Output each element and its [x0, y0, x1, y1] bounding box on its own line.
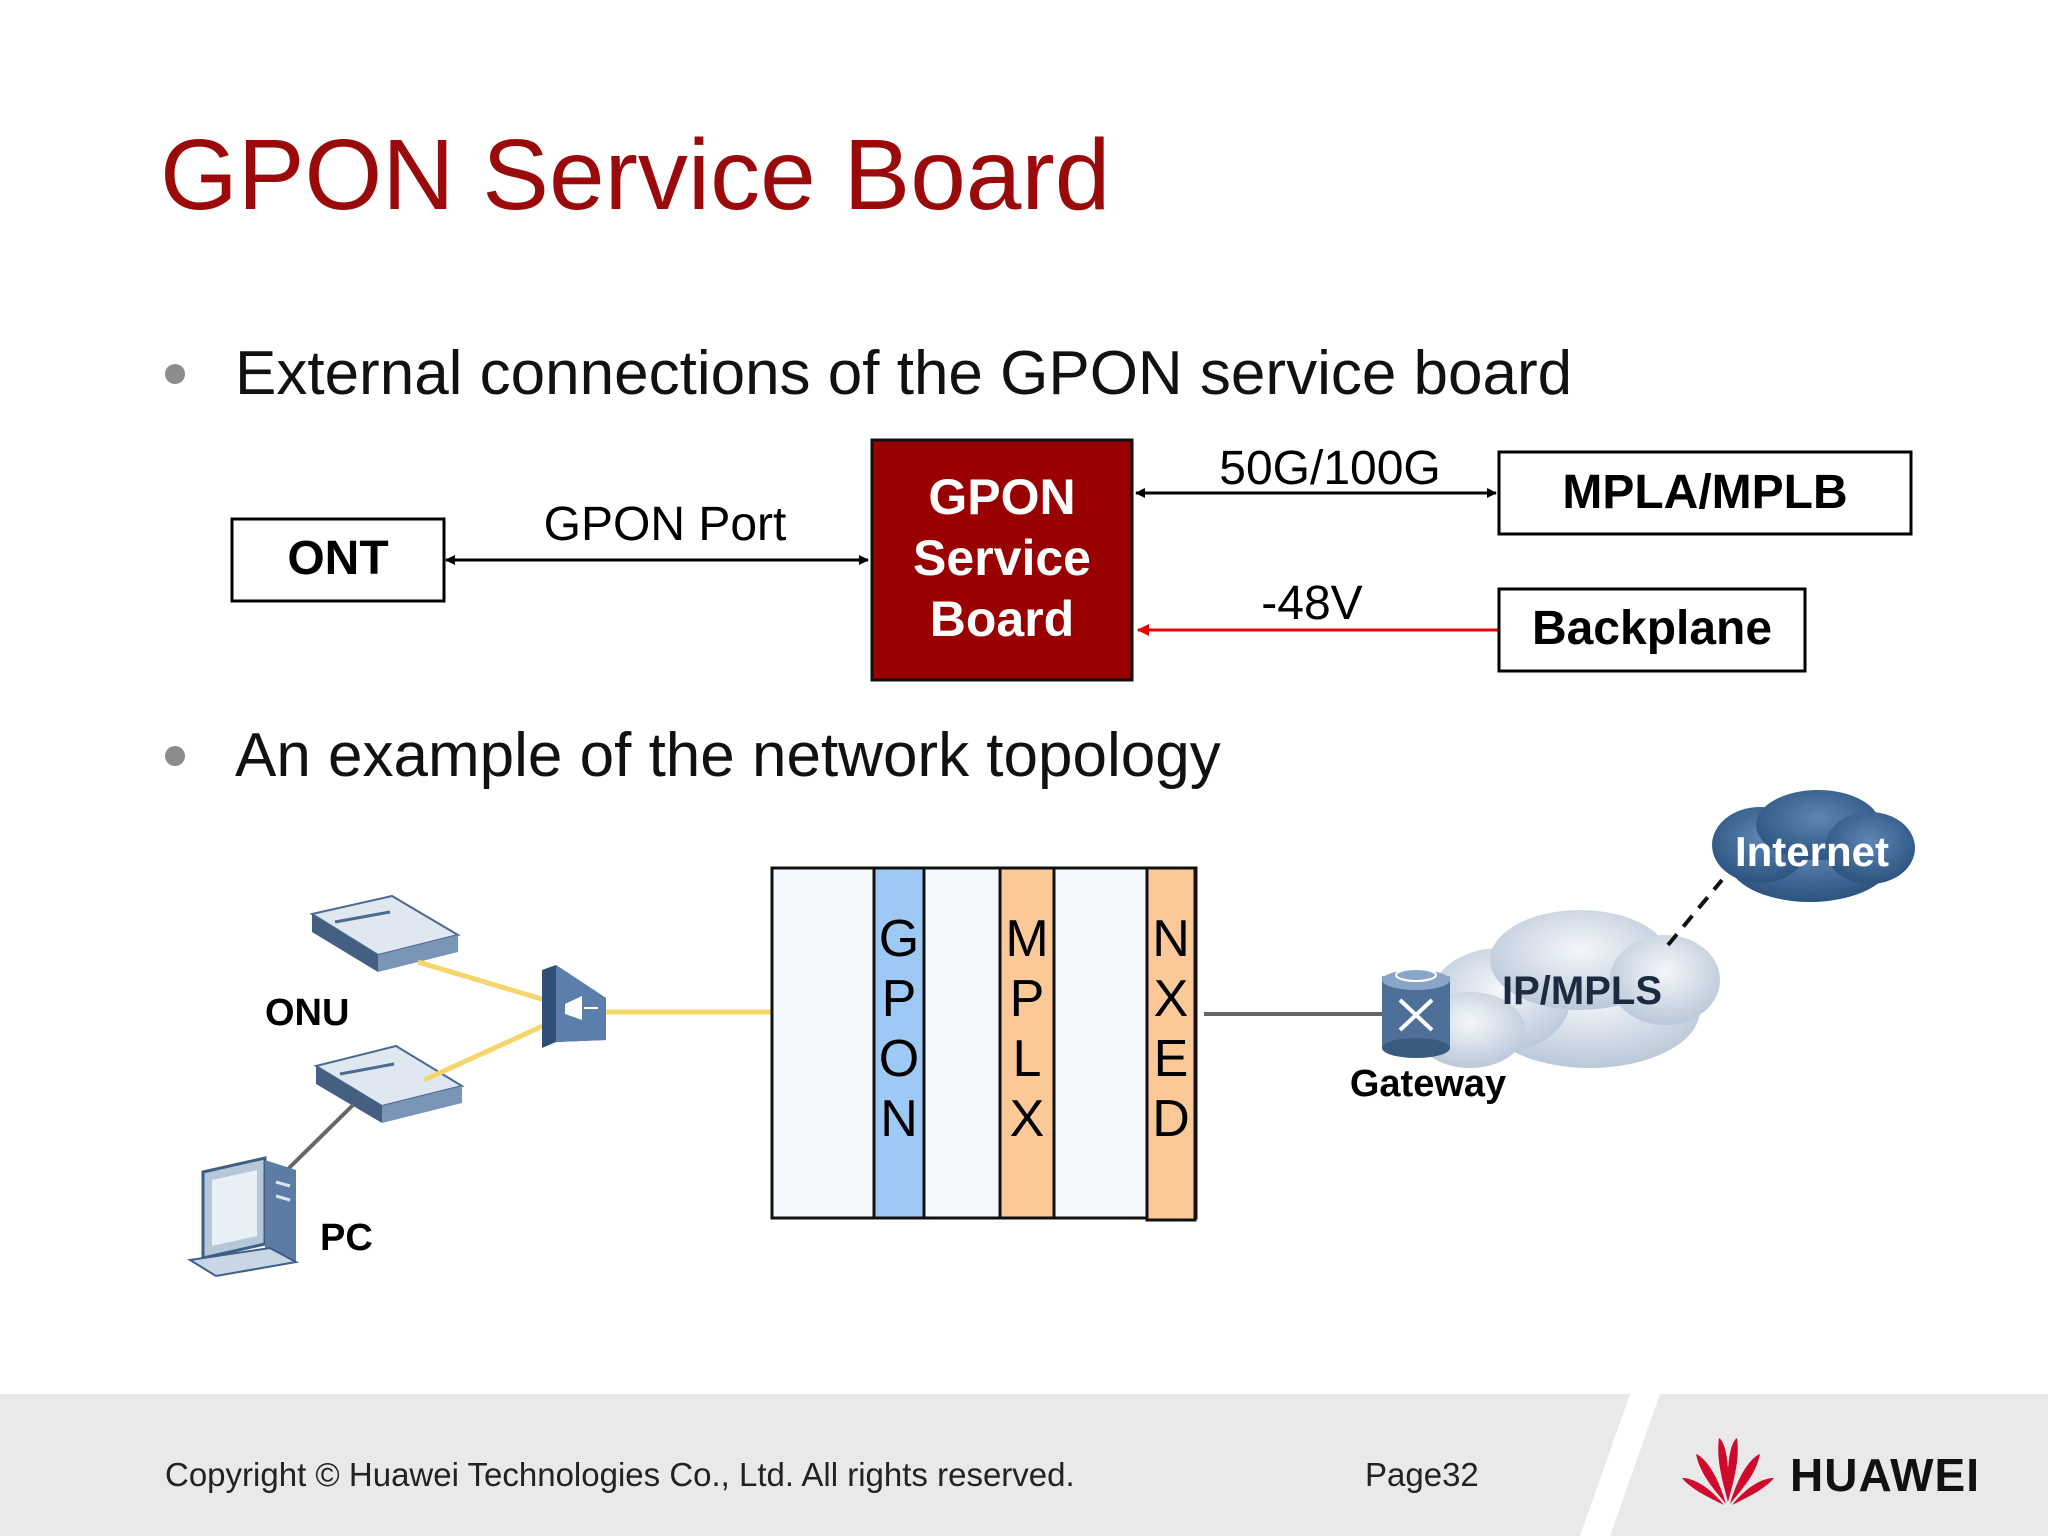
internet-cloud: Internet: [1712, 790, 1915, 902]
slot-letter: N: [880, 1090, 918, 1148]
backplane-box: Backplane: [1497, 587, 1807, 673]
slot-letter: N: [1152, 910, 1190, 968]
backplane-label: Backplane: [1532, 602, 1772, 655]
bullet-text: External connections of the GPON service…: [235, 339, 1573, 408]
ip-mpls-cloud: IP/MPLS: [1415, 910, 1720, 1068]
onu-device-top-icon: [309, 894, 461, 972]
diagram-canvas: ONT GPON Port GPON Service Board 50G/100…: [187, 438, 1915, 1278]
gpon-port-label: GPON Port: [544, 498, 787, 551]
pc-label: PC: [320, 1217, 373, 1259]
bullet-external-connections: External connections of the GPON service…: [165, 338, 1572, 409]
internet-link: [1666, 878, 1724, 947]
bullet-text: An example of the network topology: [235, 721, 1221, 790]
onu-label: ONU: [265, 992, 349, 1034]
slot-gpon: [872, 866, 926, 1220]
ipmpls-label: IP/MPLS: [1502, 969, 1662, 1013]
slot-letter: L: [1013, 1030, 1042, 1088]
slot-letter: M: [1005, 910, 1048, 968]
bullet-dot: [165, 363, 185, 384]
ont-box: ONT: [230, 517, 446, 603]
bandwidth-label: 50G/100G: [1219, 442, 1440, 495]
board-label-line1: GPON: [928, 469, 1075, 525]
page-number: Page32: [1365, 1456, 1479, 1493]
internet-label: Internet: [1735, 828, 1889, 875]
slot-letter: O: [879, 1030, 919, 1088]
slot-nxed: [1145, 866, 1197, 1222]
slot-letter: X: [1010, 1090, 1045, 1148]
slot-letter: G: [879, 910, 919, 968]
slot-letter: E: [1154, 1030, 1189, 1088]
bullet-network-topology: An example of the network topology: [165, 720, 1221, 791]
splitter-icon: [542, 965, 606, 1048]
ont-label: ONT: [287, 532, 388, 585]
pc-icon: [187, 1156, 300, 1278]
fiber-onu-bottom: [422, 1022, 547, 1083]
gpon-service-board-box: GPON Service Board: [870, 438, 1134, 682]
copyright-text: Copyright © Huawei Technologies Co., Ltd…: [165, 1456, 1075, 1493]
board-label-line3: Board: [930, 591, 1074, 647]
footer-divider: [1580, 1394, 1660, 1536]
slot-letter: P: [1010, 970, 1045, 1028]
board-label-line2: Service: [913, 530, 1091, 586]
voltage-label: -48V: [1261, 577, 1362, 630]
pc-link: [283, 1102, 356, 1174]
slot-letter: X: [1154, 970, 1189, 1028]
mpla-mplb-box: MPLA/MPLB: [1497, 450, 1913, 536]
onu-device-bottom-icon: [313, 1044, 465, 1123]
olt-chassis: [770, 866, 1198, 1220]
slide-title: GPON Service Board: [160, 119, 1111, 231]
fiber-onu-top: [417, 959, 546, 1003]
slot-letter: P: [882, 970, 917, 1028]
slot-mplx: [998, 866, 1056, 1220]
huawei-logo-icon: [1682, 1438, 1774, 1505]
mpla-label: MPLA/MPLB: [1562, 466, 1847, 519]
brand-name: HUAWEI: [1790, 1449, 1980, 1501]
gateway-router-icon: [1382, 968, 1450, 1058]
slot-letter: D: [1152, 1090, 1190, 1148]
bullet-dot: [165, 745, 185, 766]
gateway-label: Gateway: [1350, 1063, 1506, 1105]
